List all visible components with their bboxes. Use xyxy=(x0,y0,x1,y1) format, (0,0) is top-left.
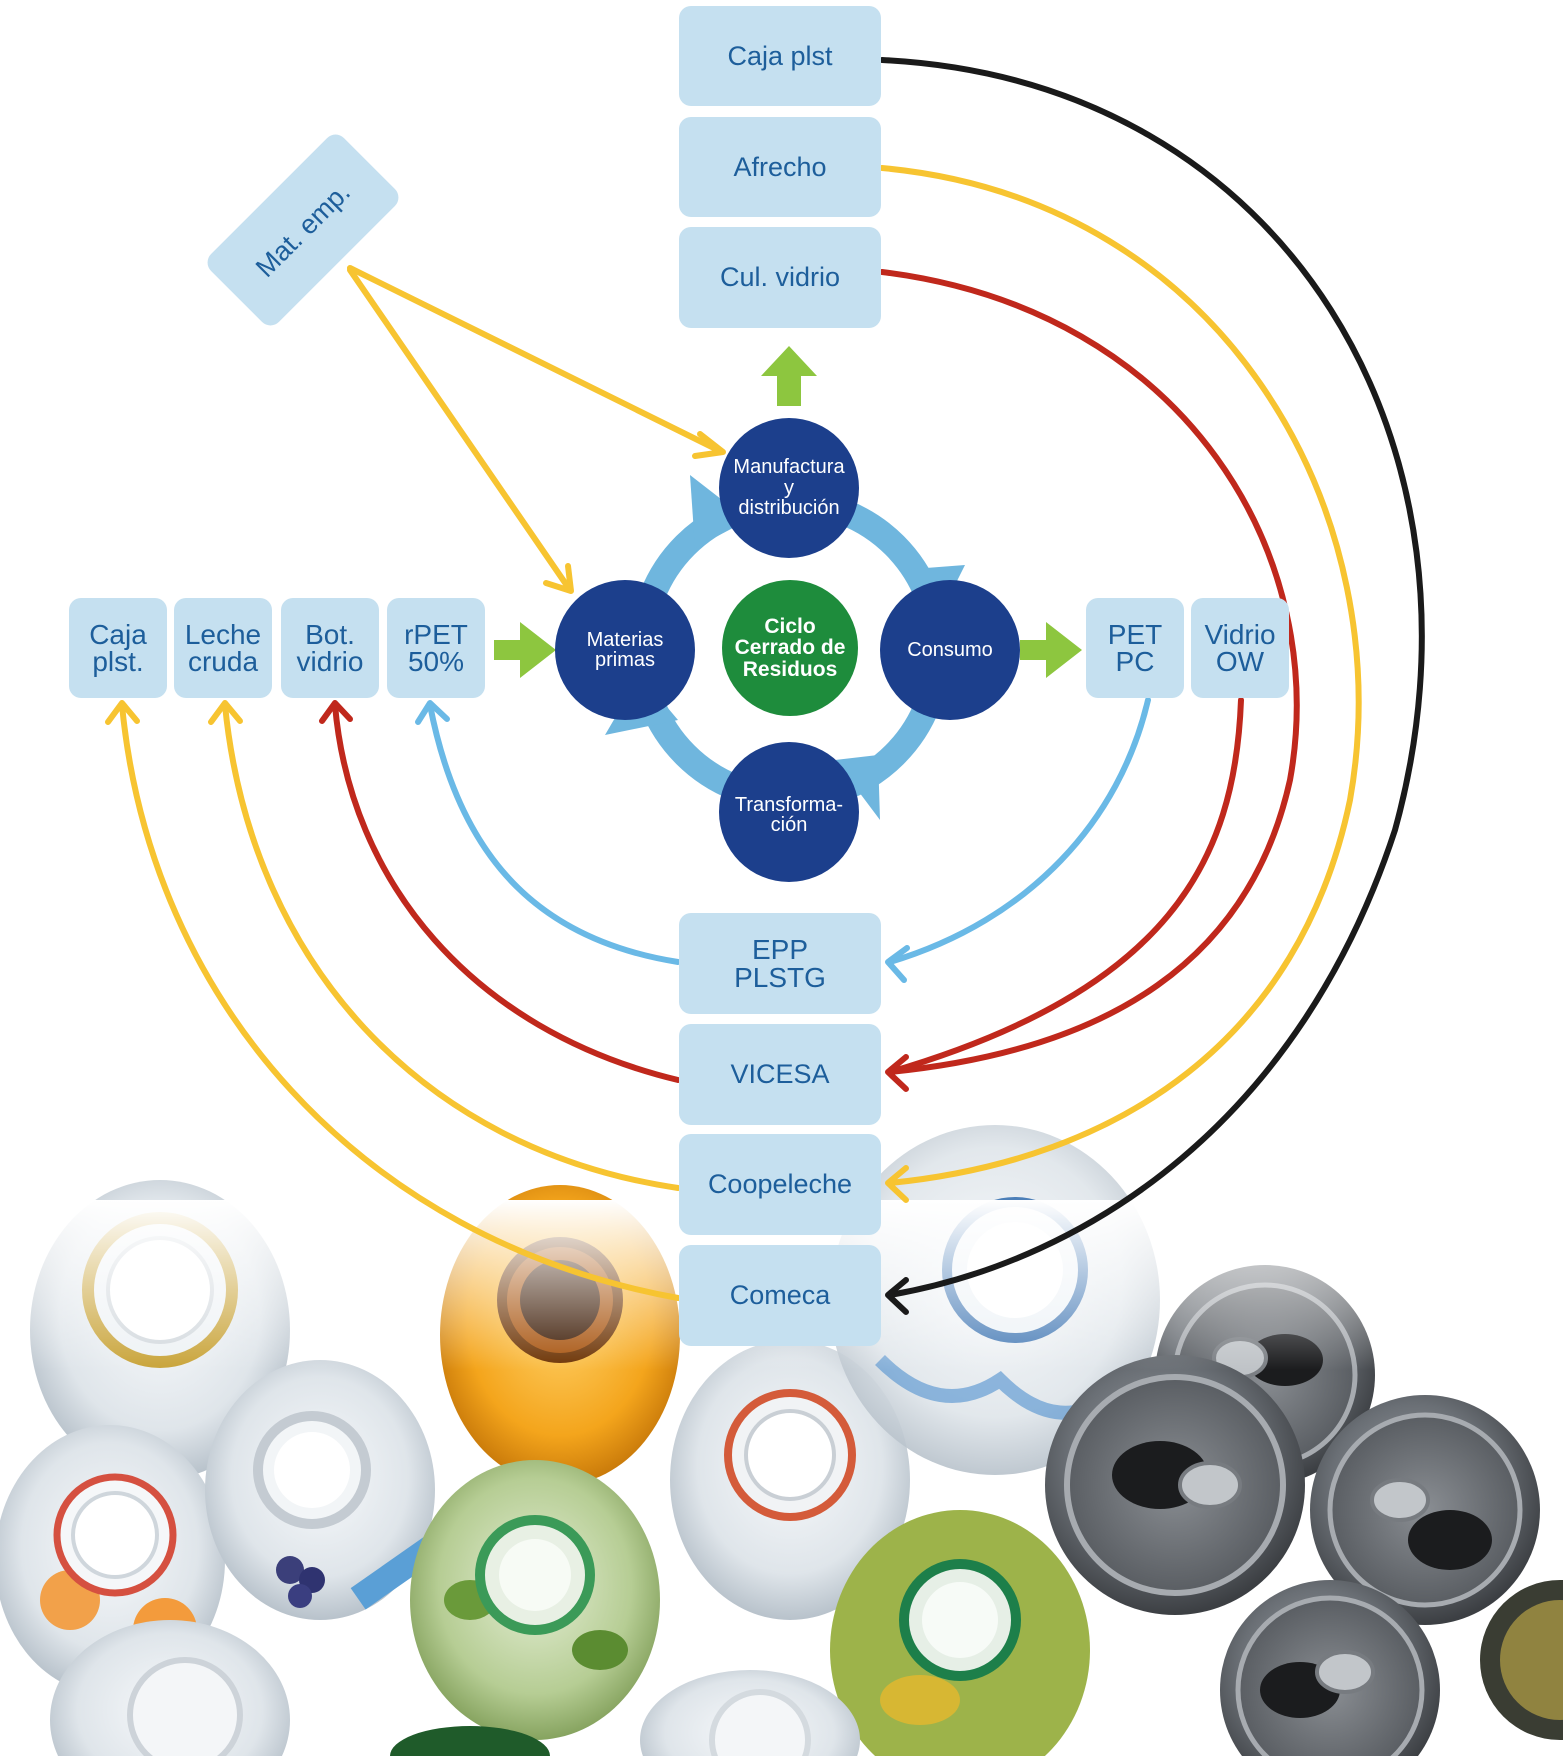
bottle-blueberry xyxy=(205,1360,440,1620)
box-coopeleche: Coopeleche xyxy=(679,1134,881,1235)
arrow-comeca-to-cajaplst xyxy=(119,702,681,1301)
arrowhead-manufactura xyxy=(692,431,726,459)
arrowhead-coopeleche xyxy=(885,1165,909,1203)
arrowhead-vicesa xyxy=(885,1054,909,1092)
green-arrow-right-left xyxy=(494,622,556,678)
arrowhead-rpet xyxy=(415,700,450,725)
arrow-coopeleche-to-leche xyxy=(222,702,681,1191)
arrow-epp-to-rpet xyxy=(427,702,681,965)
arrow-culvidrio-to-vicesa xyxy=(879,269,1300,1075)
node-transformacion-circle xyxy=(719,742,859,882)
box-rpet: rPET 50% xyxy=(387,598,485,698)
can-4 xyxy=(1220,1580,1440,1756)
bottle-green-label xyxy=(830,1510,1090,1756)
node-manufactura-label: Manufactura y distribución xyxy=(733,456,845,520)
node-consumo-circle xyxy=(880,580,1020,720)
box-vicesa: VICESA xyxy=(679,1024,881,1125)
arrow-afrecho-to-coopeleche xyxy=(879,165,1362,1186)
node-transformacion-label: Transforma- ción xyxy=(734,793,844,836)
can-2 xyxy=(1045,1355,1305,1615)
arrowhead-botvidrio xyxy=(319,700,353,724)
bottle-clear-red-ring xyxy=(670,1340,910,1620)
flow-arrows xyxy=(105,57,1425,1315)
box-caja-plst-left: Caja plst. xyxy=(69,598,167,698)
node-materias-label: Materias primas xyxy=(586,628,664,671)
box-bot-vidrio: Bot. vidrio xyxy=(281,598,379,698)
can-5 xyxy=(1480,1580,1563,1740)
arrowhead-comeca xyxy=(885,1277,909,1315)
center-circle xyxy=(722,580,858,716)
arrow-matemp-to-manufactura xyxy=(347,265,725,455)
green-arrow-up xyxy=(761,346,817,406)
arrow-matemp-to-materias xyxy=(347,267,573,593)
box-pet-pc: PET PC xyxy=(1086,598,1184,698)
arrowhead-materias xyxy=(543,563,574,594)
bottle-clear-2 xyxy=(50,1620,290,1756)
box-afrecho: Afrecho xyxy=(679,117,881,217)
arrowhead-leche xyxy=(208,700,243,725)
bottle-apple xyxy=(410,1460,660,1740)
arrow-vicesa-to-botvidrio xyxy=(332,702,681,1083)
green-arrows xyxy=(494,346,1082,678)
center-label: Ciclo Cerrado de Residuos xyxy=(734,614,846,681)
arrow-petpc-to-epp xyxy=(887,697,1151,965)
arrowhead-cajaplst xyxy=(105,700,140,725)
box-cul-vidrio: Cul. vidrio xyxy=(679,227,881,328)
box-vidrio-ow: Vidrio OW xyxy=(1191,598,1289,698)
cycle-arrowhead-top-left xyxy=(690,475,748,548)
arrow-vidrioow-to-vicesa xyxy=(887,697,1244,1075)
box-caja-plst-top: Caja plst xyxy=(679,6,881,106)
node-manufactura-circle xyxy=(719,418,859,558)
cycle-arrowhead-bottom-right xyxy=(835,755,880,820)
box-comeca: Comeca xyxy=(679,1245,881,1346)
green-arrow-right-right xyxy=(1020,622,1082,678)
box-epp-plstg: EPP PLSTG xyxy=(679,913,881,1014)
box-leche-cruda: Leche cruda xyxy=(174,598,272,698)
arrow-caja-to-comeca xyxy=(879,57,1425,1298)
bottle-bottom-center xyxy=(640,1670,860,1756)
can-3 xyxy=(1310,1395,1540,1625)
arrowhead-epp xyxy=(885,945,910,983)
node-consumo-label: Consumo xyxy=(907,638,993,661)
node-materias-circle xyxy=(555,580,695,720)
